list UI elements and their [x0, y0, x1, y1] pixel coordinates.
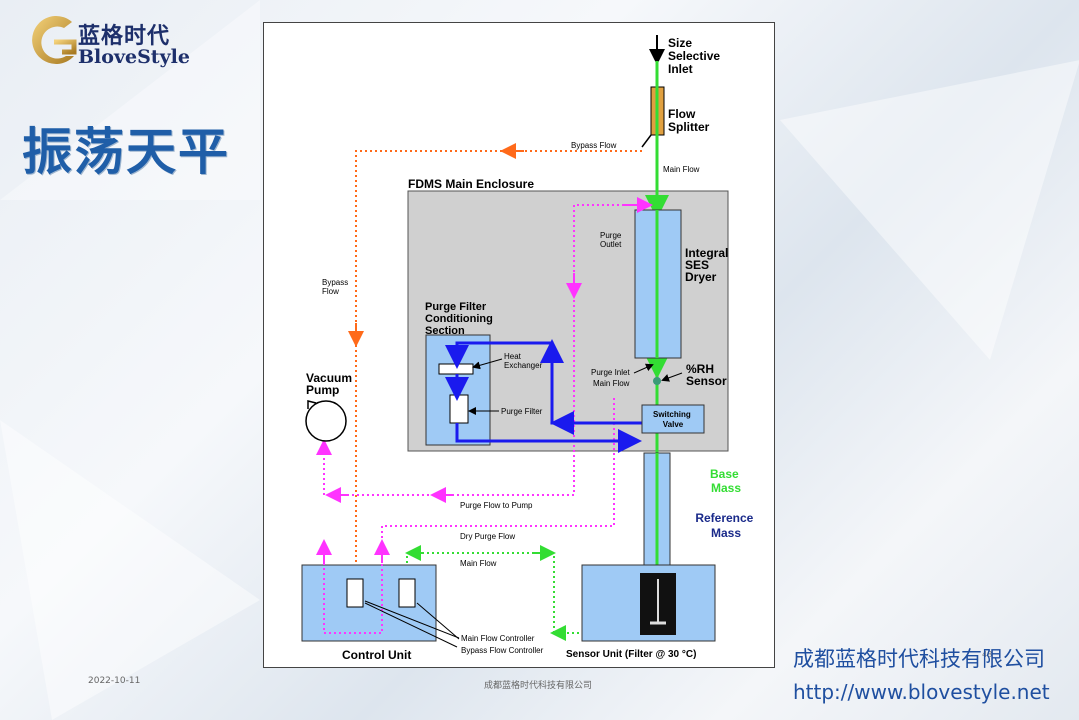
rh-sensor-pointer — [661, 372, 683, 382]
footer-company: 成都蓝格时代科技有限公司 — [484, 681, 593, 691]
purge-outlet-line: Outlet — [600, 240, 622, 249]
fdms-flow-diagram: FDMS Main Enclosure Size Selective Inlet… — [301, 35, 756, 662]
heat-exchanger-line: Exchanger — [504, 361, 543, 370]
fdms-diagram: FDMS Main Enclosure Size Selective Inlet… — [263, 22, 775, 668]
dry-purge-flow-label: Dry Purge Flow — [460, 532, 515, 541]
company-logo: 蓝格时代 BloveStyle — [28, 12, 190, 74]
conditioning-return-line — [455, 423, 642, 453]
main-flow-return-line — [406, 552, 555, 633]
page-number: 48 — [982, 650, 993, 659]
vacuum-pump-line: Pump — [306, 383, 339, 397]
background-facet — [780, 60, 1079, 360]
company-url[interactable]: http://www.blovestyle.net — [793, 680, 1050, 704]
control-unit-label: Control Unit — [342, 648, 411, 662]
enclosure-title: FDMS Main Enclosure — [408, 177, 534, 191]
dryer-label: Integral SES Dryer — [685, 246, 732, 284]
section-label-line: Section — [425, 325, 465, 337]
bypass-flow-controller-label: Bypass Flow Controller — [461, 646, 544, 655]
purge-outlet-line: Purge — [600, 231, 622, 240]
heat-exchanger-line: Heat — [504, 352, 522, 361]
switching-valve-line: Switching — [653, 410, 691, 419]
purge-outlet-label: Purge Outlet — [600, 231, 624, 249]
purge-filter-section-label: Purge Filter Conditioning Section — [425, 301, 496, 337]
bypass-side-line: Flow — [322, 287, 339, 296]
controller-pointer — [416, 602, 460, 640]
bypass-side-line: Bypass — [322, 278, 348, 287]
dryer-label-line: Integral — [685, 246, 728, 260]
page-title: 振荡天平 — [22, 123, 230, 181]
controller-pointer — [364, 602, 458, 648]
switching-valve — [641, 404, 705, 434]
inlet-label: Size Selective Inlet — [668, 36, 723, 76]
logo-chinese-text: 蓝格时代 — [78, 24, 171, 49]
vacuum-pump — [305, 400, 347, 442]
bypass-flow-top-label: Bypass Flow — [571, 141, 617, 150]
flow-splitter-label-line: Flow — [668, 107, 696, 121]
purge-inlet-pointer — [633, 363, 654, 374]
dryer-label-line: Dryer — [685, 270, 717, 284]
base-mass-line: Mass — [711, 481, 741, 495]
inlet-label-line: Selective — [668, 49, 720, 63]
controller-pointer — [364, 600, 460, 639]
section-label-line: Conditioning — [425, 313, 493, 325]
footer-date: 2022-10-11 — [88, 676, 141, 686]
bypass-flow-controller — [398, 578, 416, 608]
base-mass-label: Base Mass — [710, 467, 742, 495]
heat-exchanger-pointer — [472, 358, 503, 370]
main-flow-inner-label: Main Flow — [593, 379, 630, 388]
logo-mark-icon — [32, 15, 77, 64]
heat-exchanger-label: Heat Exchanger — [504, 352, 543, 370]
inlet-label-line: Inlet — [668, 62, 693, 76]
flow-splitter-label: Flow Splitter — [668, 107, 710, 134]
flow-splitter-branch — [641, 134, 652, 148]
dryer-label-line: SES — [685, 258, 709, 272]
rh-sensor-line: Sensor — [686, 374, 727, 388]
inlet-label-line: Size — [668, 36, 692, 50]
main-flow-controller — [346, 578, 364, 608]
purge-flow-to-pump-label: Purge Flow to Pump — [460, 501, 533, 510]
section-label-line: Purge Filter — [425, 301, 487, 313]
reference-mass-label: Reference Mass — [695, 511, 756, 540]
reference-mass-line: Reference — [695, 511, 753, 525]
main-flow-top-label: Main Flow — [663, 165, 700, 174]
logo-english-text: BloveStyle — [78, 46, 190, 68]
background-facet — [0, 420, 260, 720]
control-internal-purge — [323, 563, 383, 634]
switching-valve-line: Valve — [663, 420, 684, 429]
base-mass-line: Base — [710, 467, 739, 481]
main-flow-controller-label: Main Flow Controller — [461, 634, 535, 643]
vacuum-pump-line: Vacuum — [306, 371, 352, 385]
reference-mass-line: Mass — [711, 526, 741, 540]
purge-filter-label: Purge Filter — [501, 407, 543, 416]
main-flow-bottom-label: Main Flow — [460, 559, 497, 568]
vacuum-pump-label: Vacuum Pump — [306, 371, 355, 397]
flow-splitter-label-line: Splitter — [668, 120, 710, 134]
sensor-unit-label: Sensor Unit (Filter @ 30 °C) — [566, 649, 696, 660]
switching-valve-label: Switching Valve — [653, 410, 693, 429]
purge-filter — [449, 394, 469, 424]
purge-inlet-label: Purge Inlet — [591, 368, 630, 377]
bypass-flow-side-label: Bypass Flow — [322, 278, 350, 296]
rh-sensor-label: %RH Sensor — [686, 362, 727, 388]
company-name: 成都蓝格时代科技有限公司 — [793, 647, 1045, 671]
rh-sensor — [653, 377, 661, 385]
vacuum-pump-outlet — [307, 400, 317, 409]
heat-exchanger — [438, 363, 474, 375]
rh-sensor-line: %RH — [686, 362, 714, 376]
bypass-flow-line — [355, 150, 642, 563]
